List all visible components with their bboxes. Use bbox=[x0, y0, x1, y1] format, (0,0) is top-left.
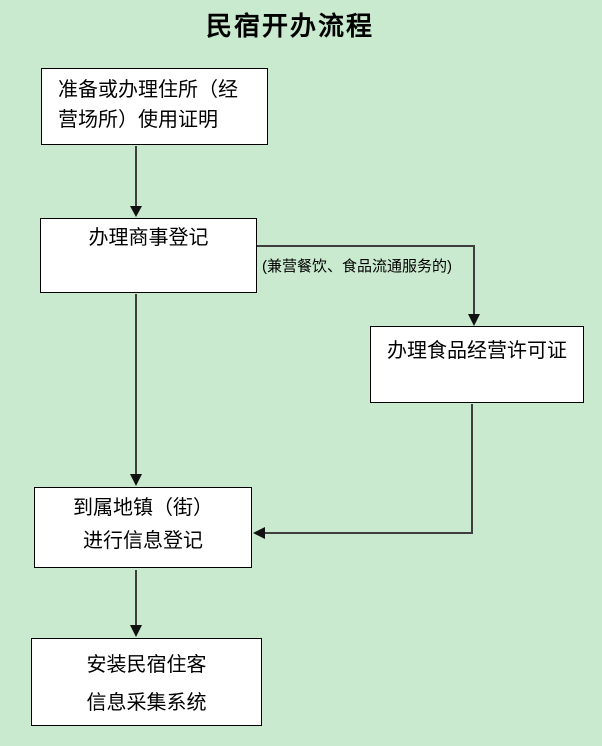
flow-box-install-guest-system: 安装民宿住客 信息采集系统 bbox=[31, 638, 262, 726]
arrow-town-registration-to-install-system bbox=[130, 570, 142, 637]
arrow-business-registration-to-food-permit bbox=[257, 245, 480, 326]
flow-box-premises-proof: 准备或办理住所（经 营场所）使用证明 bbox=[41, 68, 268, 145]
box-text-line: 准备或办理住所（经 bbox=[58, 79, 238, 101]
arrow-business-registration-to-town-registration bbox=[130, 294, 142, 486]
page-title: 民宿开办流程 bbox=[205, 11, 374, 41]
edge-label-food-service-condition: (兼营餐饮、食品流通服务的) bbox=[262, 258, 452, 275]
box-text-line: 办理食品经营许可证 bbox=[387, 340, 567, 362]
box-text-line: 到属地镇（街） bbox=[73, 497, 213, 519]
flow-box-business-registration: 办理商事登记 bbox=[40, 218, 257, 293]
box-text-line: 办理商事登记 bbox=[88, 227, 209, 249]
box-text-line: 营场所）使用证明 bbox=[58, 109, 218, 131]
box-text-line: 信息采集系统 bbox=[86, 692, 207, 714]
box-text-line: 安装民宿住客 bbox=[86, 654, 207, 676]
arrow-premises-to-business-registration bbox=[130, 146, 142, 217]
arrow-food-permit-to-town-registration bbox=[253, 404, 473, 539]
flow-box-food-permit: 办理食品经营许可证 bbox=[370, 326, 584, 403]
flow-box-town-registration: 到属地镇（街） 进行信息登记 bbox=[34, 487, 252, 568]
box-text-line: 进行信息登记 bbox=[83, 530, 203, 552]
